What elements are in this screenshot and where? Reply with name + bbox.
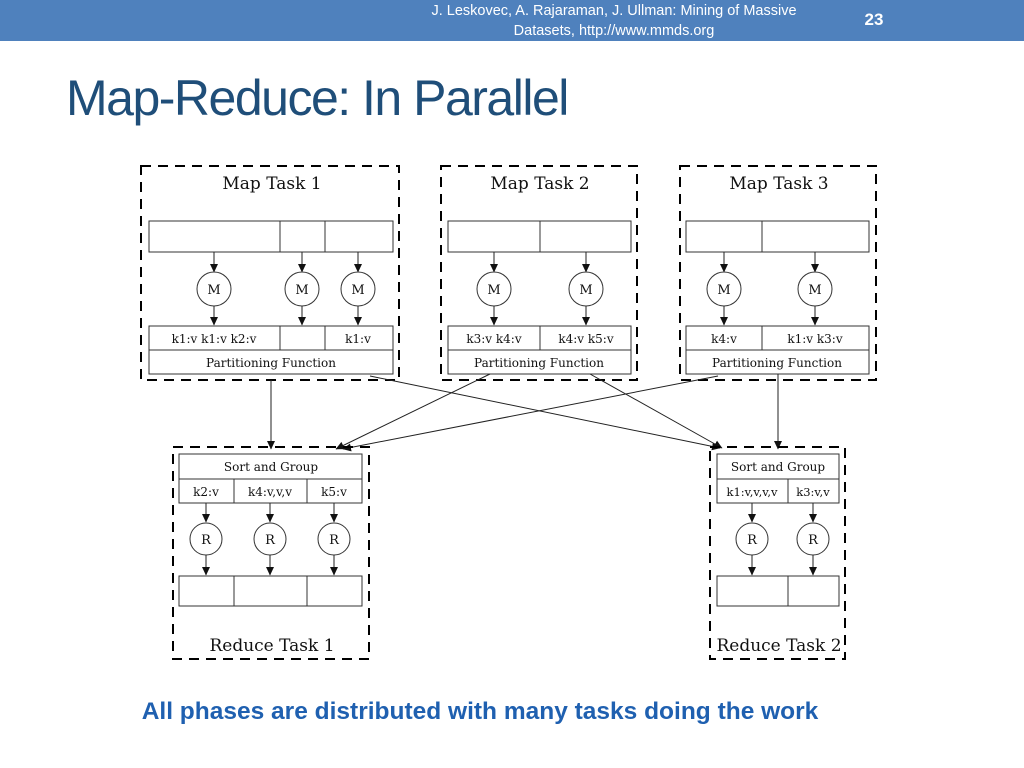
map-task-3-title: Map Task 3 (729, 174, 828, 194)
sort-and-group-label: Sort and Group (224, 460, 318, 474)
map-task-1-title: Map Task 1 (222, 174, 321, 194)
map-output-cell (324, 325, 394, 351)
shuffle-arrow (335, 373, 491, 450)
reduce-output-cell (233, 575, 308, 607)
map-output-label: k1:v (345, 332, 371, 346)
reduce-group-cell (306, 478, 363, 504)
header-credit: J. Leskovec, A. Rajaraman, J. Ullman: Mi… (380, 1, 848, 41)
mapper-label: M (717, 283, 730, 298)
map-task-2-input-cell (539, 220, 632, 253)
reducer-label: R (747, 533, 758, 548)
reduce-output-cell (306, 575, 363, 607)
reduce-group-label: k1:v,v,v,v (726, 485, 778, 499)
reduce-task-2: Sort and Group k1:v,v,v,v k3:v,v R R Red… (709, 446, 846, 660)
slide-title: Map-Reduce: In Parallel (66, 70, 569, 126)
shuffle-arrow (342, 375, 719, 452)
reducer-label: R (808, 533, 819, 548)
shuffle-arrow (369, 375, 721, 451)
map-output-label: k1:v k3:v (787, 332, 842, 346)
mapper-label: M (351, 283, 364, 298)
reduce-group-label: k5:v (321, 485, 347, 499)
reduce-group-cell (787, 478, 840, 504)
map-task-2: Map Task 2 M M k3:v k4:v k4:v k5:v Parti… (440, 165, 638, 381)
map-task-1-input-cell (324, 220, 394, 253)
map-task-2-input-cell (447, 220, 541, 253)
reduce-group-label: k3:v,v (796, 485, 830, 499)
map-output-cell (279, 325, 326, 351)
slide-caption: All phases are distributed with many tas… (141, 698, 819, 725)
map-output-cell (447, 325, 541, 351)
credit-line-1: J. Leskovec, A. Rajaraman, J. Ullman: Mi… (431, 3, 797, 19)
reducer-label: R (201, 533, 212, 548)
map-task-3-input-cell (685, 220, 763, 253)
partitioning-function-label: Partitioning Function (206, 356, 336, 370)
header-bar (0, 0, 1024, 41)
slide-number: 23 (864, 10, 884, 29)
map-output-cell (761, 325, 870, 351)
reduce-output-cell (178, 575, 235, 607)
reducer-label: R (265, 533, 276, 548)
mapper-label: M (295, 283, 308, 298)
partitioning-function-bar (685, 349, 870, 375)
reduce-group-label: k2:v (193, 485, 219, 499)
mapper-label: M (207, 283, 220, 298)
reduce-group-cell (716, 478, 789, 504)
map-task-1: Map Task 1 M M M k1:v k1:v k2:v k1:v Par… (140, 165, 400, 381)
map-output-label: k4:v (711, 332, 737, 346)
map-output-cell (148, 325, 281, 351)
reduce-output-cell (787, 575, 840, 607)
shuffle-arrow (589, 373, 723, 449)
shuffle-arrows (267, 373, 782, 452)
reduce-task-2-border (709, 446, 846, 660)
reduce-output-cell (716, 575, 789, 607)
reduce-task-2-title: Reduce Task 2 (716, 636, 841, 656)
partitioning-function-bar (447, 349, 632, 375)
mapper-label: M (808, 283, 821, 298)
reduce-task-1: Sort and Group k2:v k4:v,v,v k5:v R R R … (172, 446, 370, 660)
sort-and-group-label: Sort and Group (731, 460, 825, 474)
partitioning-function-bar (148, 349, 394, 375)
map-task-1-input-cell (148, 220, 281, 253)
reduce-group-label: k4:v,v,v (248, 485, 292, 499)
map-task-3: Map Task 3 M M k4:v k1:v k3:v Partitioni… (679, 165, 877, 381)
map-task-2-title: Map Task 2 (490, 174, 589, 194)
partitioning-function-label: Partitioning Function (474, 356, 604, 370)
reducer-label: R (329, 533, 340, 548)
map-output-label: k1:v k1:v k2:v (172, 332, 257, 346)
map-task-3-input-cell (761, 220, 870, 253)
sort-and-group-bar (716, 453, 840, 480)
map-output-label: k4:v k5:v (558, 332, 613, 346)
mapper-label: M (487, 283, 500, 298)
map-output-label: k3:v k4:v (466, 332, 521, 346)
credit-line-2: Datasets, http://www.mmds.org (513, 23, 715, 39)
map-task-1-border (140, 165, 400, 381)
partitioning-function-label: Partitioning Function (712, 356, 842, 370)
mapper-label: M (579, 283, 592, 298)
map-task-1-input-cell (279, 220, 326, 253)
map-output-cell (539, 325, 632, 351)
reduce-task-1-title: Reduce Task 1 (209, 636, 334, 656)
